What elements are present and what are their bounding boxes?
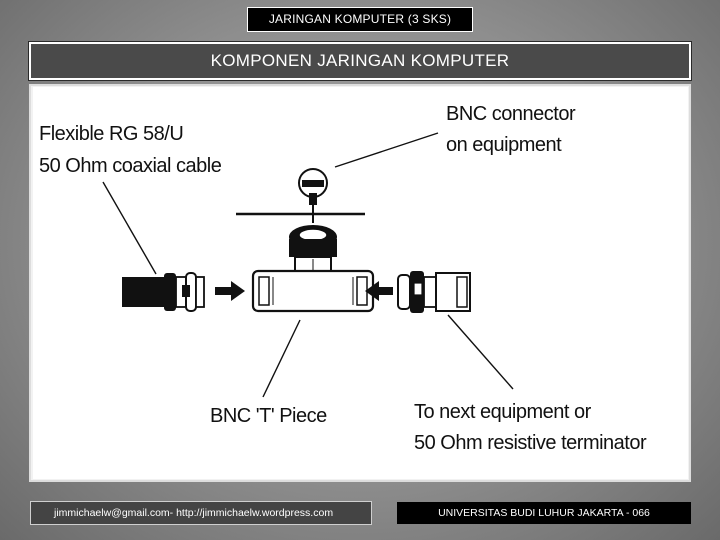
t-piece-body [251,269,375,313]
slide-heading: KOMPONEN JARINGAN KOMPUTER [28,41,692,81]
right-bnc-plug [397,271,471,313]
label-cable-line2: 50 Ohm coaxial cable [39,155,222,177]
leader-cable [102,181,157,275]
label-next-line1: To next equipment or [414,401,592,423]
coax-cable-plug [122,272,205,312]
arrow-right [365,281,393,301]
label-bnc-line1: BNC connector [446,103,576,125]
course-title: JARINGAN KOMPUTER (3 SKS) [247,7,473,32]
label-next-line2: 50 Ohm resistive terminator [414,432,647,454]
leader-bnc [334,132,439,168]
leader-tpiece [262,319,301,398]
label-bnc-line2: on equipment [446,134,562,156]
label-cable-line1: Flexible RG 58/U [39,123,183,145]
t-piece-upper [289,225,337,272]
footer-contact: jimmichaelw@gmail.com- http://jimmichael… [30,501,372,525]
leader-next [447,314,514,390]
label-t-piece: BNC 'T' Piece [210,405,327,427]
footer-institution: UNIVERSITAS BUDI LUHUR JAKARTA - 066 [397,502,691,524]
arrow-left [215,281,245,301]
bnc-diagram: Flexible RG 58/U 50 Ohm coaxial cable BN… [33,87,688,479]
bnc-equipment-connector [298,168,328,223]
